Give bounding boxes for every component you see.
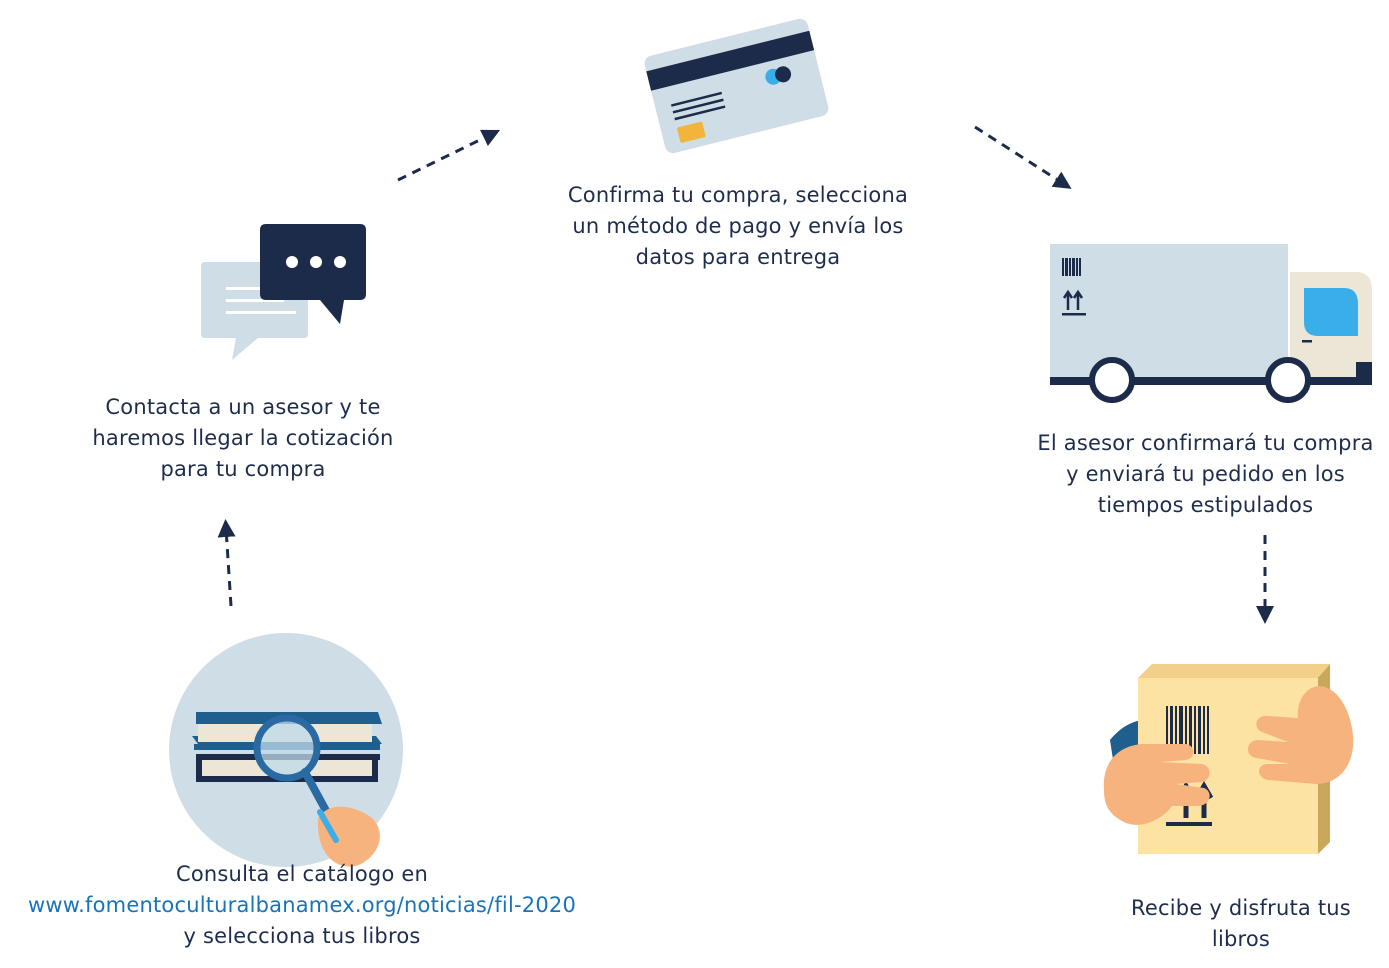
step-envio-line-1: El asesor confirmará tu compra — [1037, 431, 1374, 455]
step-contacta-line-1: Contacta a un asesor y te — [105, 395, 381, 419]
step-consulta-line-3: y selecciona tus libros — [183, 924, 421, 948]
step-contacta-text: Contacta a un asesor y te haremos llegar… — [60, 392, 426, 485]
arrow-confirma-to-envio — [974, 125, 1072, 189]
step-contacta-line-2: haremos llegar la cotización — [92, 426, 394, 450]
credit-card-icon — [644, 18, 829, 154]
package-hands-icon — [1103, 664, 1354, 854]
step-confirma-text: Confirma tu compra, selecciona un método… — [534, 180, 942, 273]
chat-bubbles-icon — [201, 224, 366, 360]
step-recibe-text: Recibe y disfruta tus libros — [1100, 893, 1382, 955]
step-envio-text: El asesor confirmará tu compra y enviará… — [1022, 428, 1389, 521]
books-magnifier-icon — [169, 633, 403, 867]
step-confirma-line-1: Confirma tu compra, selecciona — [567, 183, 909, 207]
step-contacta-line-3: para tu compra — [160, 457, 326, 481]
step-envio-line-2: y enviará tu pedido en los — [1066, 462, 1345, 486]
step-confirma-line-3: datos para entrega — [635, 245, 841, 269]
step-envio-line-3: tiempos estipulados — [1097, 493, 1314, 517]
step-recibe-line-1: Recibe y disfruta tus — [1131, 896, 1351, 920]
step-consulta-text: Consulta el catálogo en www.fomentocultu… — [0, 859, 604, 952]
step-consulta-line-1: Consulta el catálogo en — [176, 862, 428, 886]
step-confirma-line-2: un método de pago y envía los — [572, 214, 904, 238]
arrow-contacta-to-confirma — [397, 129, 501, 182]
step-recibe-line-2: libros — [1211, 927, 1271, 951]
catalog-link[interactable]: www.fomentoculturalbanamex.org/noticias/… — [27, 893, 577, 917]
delivery-truck-icon — [1050, 244, 1372, 403]
arrow-consulta-to-contacta — [217, 519, 236, 607]
